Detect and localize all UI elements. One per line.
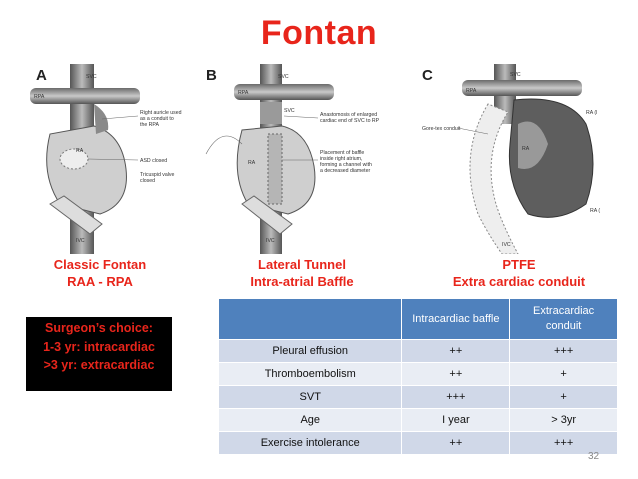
panel-letter-b: B [206, 67, 217, 84]
surgeon-choice-box: Surgeon’s choice: 1-3 yr: intracardiac >… [26, 317, 172, 391]
table-row: Age I year > 3yr [217, 408, 618, 432]
panel-letter-a: A [36, 67, 47, 84]
svg-text:Placement of baffle: Placement of baffle [320, 150, 364, 156]
svg-text:cardiac end of SVC to RP: cardiac end of SVC to RP [320, 118, 380, 124]
table-cell: I year [401, 408, 511, 432]
slide-title: Fontan [260, 14, 378, 52]
table-cell: +++ [509, 339, 618, 363]
table-cell: Thromboembolism [217, 362, 403, 386]
table-cell: ++ [401, 362, 511, 386]
table-row: Thromboembolism ++ + [217, 362, 618, 386]
table-row: SVT +++ + [217, 385, 618, 409]
svg-text:RPA: RPA [466, 88, 477, 94]
table-cell: Exercise intolerance [217, 431, 403, 455]
label-ivc: IVC [76, 238, 85, 244]
right-auricle-conduit [94, 104, 109, 134]
svg-text:RPA: RPA [238, 90, 249, 96]
svg-text:RA (: RA ( [590, 208, 600, 214]
svg-text:SVC: SVC [510, 72, 521, 78]
svg-text:IVC: IVC [266, 238, 275, 244]
table-cell: Age [217, 408, 403, 432]
ventricle-stub [49, 195, 103, 235]
panel-letter-c: C [422, 67, 433, 84]
table-cell: +++ [509, 431, 618, 455]
table-cell: Pleural effusion [217, 339, 403, 363]
svg-text:SVC: SVC [278, 74, 289, 80]
table-cell: + [509, 362, 618, 386]
table-header-cell [217, 298, 403, 340]
table-cell: +++ [401, 385, 511, 409]
figure-a-classic-fontan: A SVC RPA Right auricle used as a condui… [30, 64, 182, 254]
svg-text:forming a channel with: forming a channel with [320, 162, 372, 168]
label-tv1: Tricuspid valve [140, 172, 175, 178]
table-cell: > 3yr [509, 408, 618, 432]
svg-text:inside right atrium,: inside right atrium, [320, 156, 362, 162]
svg-text:Gore-tex conduit: Gore-tex conduit [422, 126, 461, 132]
label-asd: ASD closed [140, 158, 167, 164]
caption-classic-fontan: Classic Fontan RAA - RPA [53, 257, 147, 289]
table-cell: SVT [217, 385, 403, 409]
table-row: Exercise intolerance ++ +++ [217, 431, 618, 455]
caption-lateral-tunnel: Lateral Tunnel Intra-atrial Baffle [250, 257, 354, 289]
label-a-note3: the RPA [140, 122, 159, 128]
label-tv2: closed [140, 178, 155, 184]
svg-text:RA: RA [522, 146, 530, 152]
svg-text:RA (l: RA (l [586, 110, 597, 116]
caption-extracardiac-conduit: PTFE Extra cardiac conduit [452, 257, 586, 289]
figure-c-extracardiac-conduit: C SVC RPA Gore-tex conduit RA (l RA RA (… [422, 64, 600, 254]
svg-text:Anastomosis of enlarged: Anastomosis of enlarged [320, 112, 377, 118]
table-header-row: Intracardiac baffle Extracardiac conduit [217, 298, 618, 340]
table-cell: + [509, 385, 618, 409]
comparison-table: Intracardiac baffle Extracardiac conduit… [217, 298, 618, 455]
table-cell: ++ [401, 431, 511, 455]
figure-b-lateral-tunnel: B SVC RPA SVC Anastomosis of enlarged ca… [205, 64, 380, 254]
pulmonary-artery [30, 88, 140, 104]
gore-tex-conduit [469, 103, 519, 254]
svg-text:a decreased diameter: a decreased diameter [320, 168, 370, 174]
right-atrium-c [518, 121, 548, 169]
table-row: Pleural effusion ++ +++ [217, 339, 618, 363]
svg-text:SVC: SVC [284, 108, 295, 114]
svg-text:RA: RA [248, 160, 256, 166]
right-atrium [46, 125, 127, 215]
label-rpa: RPA [34, 94, 45, 100]
label-svc: SVC [86, 74, 97, 80]
table-header-cell: Intracardiac baffle [401, 298, 511, 340]
label-a-note2: as a conduit to [140, 116, 174, 122]
table-header-cell: Extracardiac conduit [509, 298, 618, 340]
page-number: 32 [588, 451, 600, 462]
svg-text:IVC: IVC [502, 242, 511, 248]
table-cell: ++ [401, 339, 511, 363]
asd-closed [59, 148, 89, 170]
label-a-note1: Right auricle used [140, 110, 182, 116]
intra-atrial-baffle [267, 133, 283, 205]
label-ra: RA [76, 148, 84, 154]
